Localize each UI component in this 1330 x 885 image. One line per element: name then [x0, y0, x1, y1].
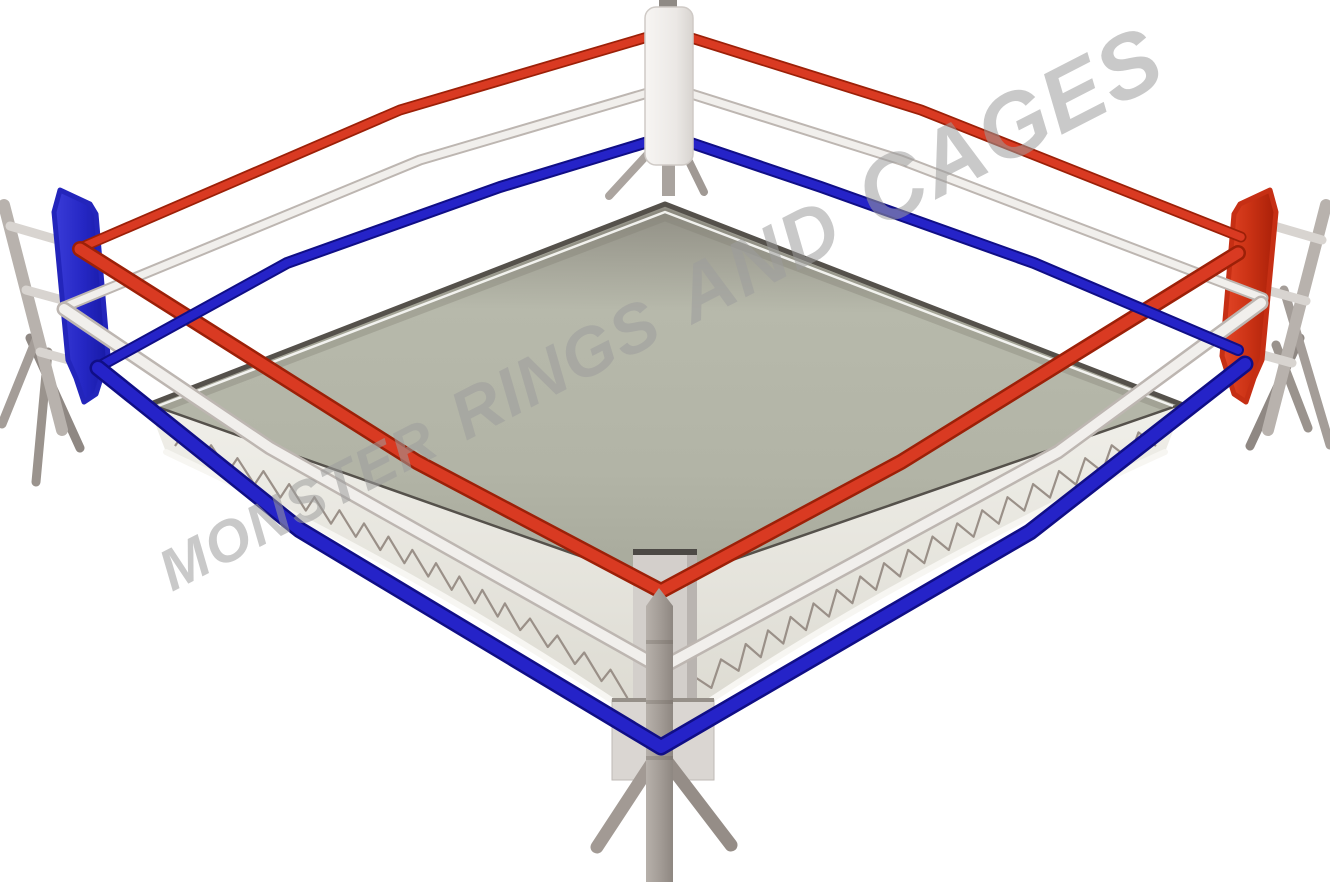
canvas-far-lacing-line	[157, 210, 1174, 408]
near-post-grain	[646, 640, 673, 644]
near-corner-post	[590, 588, 738, 882]
ring-canvas	[145, 201, 1186, 589]
red-rope-far-left	[74, 30, 657, 254]
red-rope-far-left-core	[76, 32, 655, 252]
right-support-post	[1245, 199, 1330, 451]
right-turnbuckle-top	[1269, 221, 1327, 245]
canvas-far-shadow	[157, 209, 1174, 413]
white-corner-pad	[644, 6, 694, 166]
far-corner-pad	[644, 0, 694, 166]
blue-rope-far-right-core	[684, 138, 1242, 354]
red-rope-far-right-core	[681, 32, 1245, 241]
near-post	[646, 588, 673, 882]
near-post-grain	[646, 756, 673, 760]
near-corner-slab-shade	[687, 552, 697, 774]
left-turnbuckle-top	[5, 221, 63, 245]
canvas-surface	[148, 204, 1183, 586]
near-post-leg-left	[590, 753, 661, 854]
apron-left	[148, 405, 661, 734]
left-turnbuckle-middle	[21, 285, 71, 306]
blue-rope-far-left-core	[96, 138, 652, 370]
near-post-leg-right	[659, 753, 738, 852]
left-post	[0, 199, 68, 436]
near-corner-slab-top-edge	[633, 549, 697, 555]
watermark-word: CAGES	[840, 8, 1179, 248]
near-post-grain	[646, 700, 673, 704]
white-rope-far-left-core	[60, 88, 655, 311]
left-post-leg	[0, 335, 41, 429]
white-rope-far-right-core	[681, 88, 1267, 302]
elastic-lacing-right	[683, 431, 1157, 706]
right-turnbuckle-middle	[1261, 285, 1311, 306]
blue-rope	[89, 136, 1254, 756]
left-support-post	[0, 199, 85, 487]
blue-rope-front-core	[92, 358, 1251, 753]
